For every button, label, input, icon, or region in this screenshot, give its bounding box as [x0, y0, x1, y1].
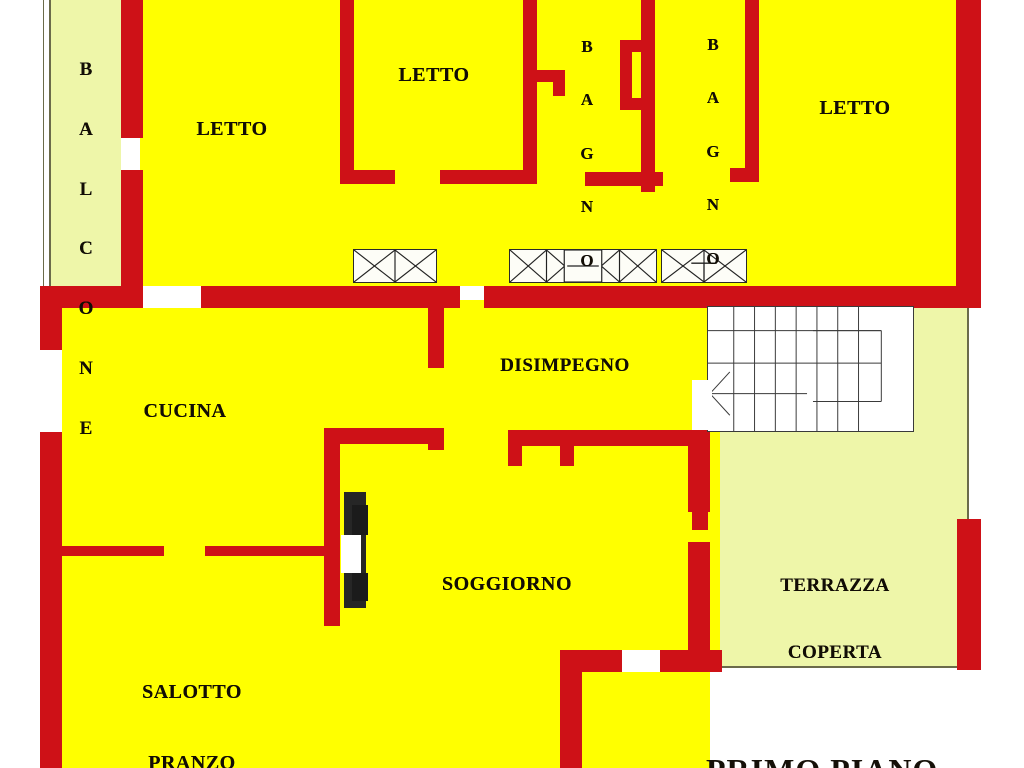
bagno-letter: O [580, 250, 594, 270]
bagno-letter: N [580, 197, 594, 217]
balcone-letter: B [79, 58, 93, 80]
terrazza-railing-line [967, 300, 969, 668]
exterior-wall-upper-left-a [121, 0, 143, 138]
closet-letto2 [353, 249, 437, 283]
salotto-line-2: PRANZO [148, 751, 236, 768]
bagno-letter: A [706, 88, 720, 108]
interior-wall-soggiorno-right-vert [692, 430, 708, 530]
stairwell-door-gap [692, 380, 712, 430]
exterior-wall-soggiorno-step-vert [560, 650, 582, 768]
interior-wall-disimpegno-stub-b [560, 430, 574, 466]
bagno-letter: O [706, 248, 720, 268]
interior-wall-salotto-stub-left [62, 546, 164, 556]
room-area-balcone [51, 0, 121, 286]
room-label-salotto-pranzo: SALOTTO PRANZO [112, 634, 272, 768]
room-label-terrazza-coperta: TERRAZZA COPERTA [755, 530, 915, 709]
interior-wall-letto1-door-stub [340, 170, 395, 184]
room-label-bagno-2: B A G N O [698, 0, 728, 303]
interior-wall-bagno2-letto3 [745, 0, 759, 178]
bagno-letter: N [706, 195, 720, 215]
interior-door-jamb [353, 535, 361, 573]
bagno-letter: G [706, 141, 720, 161]
terrazza-bottom-line [709, 666, 969, 668]
room-label-balcone: B A L C O N E [68, 20, 104, 479]
room-label-soggiorno: SOGGIORNO [441, 573, 573, 595]
interior-wall-mid-band-right [484, 286, 981, 308]
interior-wall-bagno1-basin-leg [553, 70, 565, 96]
balcone-letter: N [79, 357, 93, 379]
interior-wall-letto2-door-stub [440, 170, 537, 184]
interior-wall-letto1-letto2 [340, 0, 354, 172]
balcone-letter: E [79, 417, 93, 439]
interior-door-leaf-upper-notch [352, 505, 368, 535]
staircase [707, 306, 914, 432]
door-gap-balcone-bottom [143, 286, 201, 308]
interior-wall-cucina-soggiorno-vert [324, 428, 340, 626]
interior-wall-cucina-right-upper [428, 300, 444, 368]
bagno-letter: G [580, 143, 594, 163]
exterior-wall-terrazza-left-b [688, 542, 710, 670]
closet-corridor-left [509, 249, 657, 283]
interior-wall-bagno-center-left-vert [620, 40, 632, 106]
interior-wall-disimpegno-stub-a [508, 430, 522, 466]
closet-corridor-right [661, 249, 747, 283]
exterior-wall-upper-right [956, 0, 981, 292]
interior-wall-letto2-bagno [523, 0, 537, 172]
plan-footer-title: PRIMO PIANO [706, 752, 938, 768]
interior-wall-bagno-bottom-stub [585, 172, 663, 186]
balcone-outer-line [43, 0, 44, 286]
room-label-disimpegno: DISIMPEGNO [500, 355, 630, 376]
terrazza-line-2: COPERTA [787, 642, 883, 664]
exterior-wall-lower-left-b [40, 432, 62, 768]
room-label-cucina: CUCINA [143, 400, 227, 422]
interior-wall-disimpegno-bottom [508, 430, 708, 446]
terrazza-line-1: TERRAZZA [780, 574, 890, 596]
room-label-bagno-1: B A G N O [572, 2, 602, 305]
room-label-letto-1: LETTO [196, 118, 268, 140]
salotto-line-1: SALOTTO [142, 681, 242, 704]
exterior-wall-lower-left-a [40, 286, 62, 350]
interior-door-leaf-lower-notch [352, 573, 368, 601]
exterior-wall-soggiorno-step-horiz-a [560, 650, 622, 672]
closet-hatch-icon [354, 250, 436, 282]
closet-hatch-icon [662, 250, 746, 282]
room-area-upper-block [140, 0, 970, 286]
bagno-letter: B [707, 34, 719, 54]
balcone-railing-line [49, 0, 51, 286]
bagno-letter: A [580, 90, 594, 110]
closet-hatch-icon [510, 250, 656, 282]
balcone-letter: A [79, 118, 93, 140]
exterior-wall-terrazza-right [957, 519, 981, 670]
staircase-steps-icon [708, 307, 882, 431]
bagno-letter: B [581, 36, 593, 56]
room-label-letto-2: LETTO [398, 64, 470, 86]
balcone-letter: O [78, 298, 94, 320]
interior-wall-bagno-center-bottom-arm [620, 98, 655, 110]
room-label-letto-3: LETTO [819, 97, 891, 119]
door-gap-soggiorno-terrace [622, 650, 660, 672]
balcone-letter: L [79, 178, 93, 200]
interior-door-swing-white [341, 535, 353, 573]
interior-wall-salotto-stub-right [205, 546, 333, 556]
exterior-wall-upper-left-b [121, 170, 143, 292]
door-gap-cucina-left [40, 350, 62, 432]
balcone-letter: C [79, 238, 93, 260]
interior-wall-bagno2-door-stub [730, 168, 759, 182]
interior-wall-cucina-bottom [324, 428, 444, 444]
interior-wall-bagno-center-vert [641, 0, 655, 192]
